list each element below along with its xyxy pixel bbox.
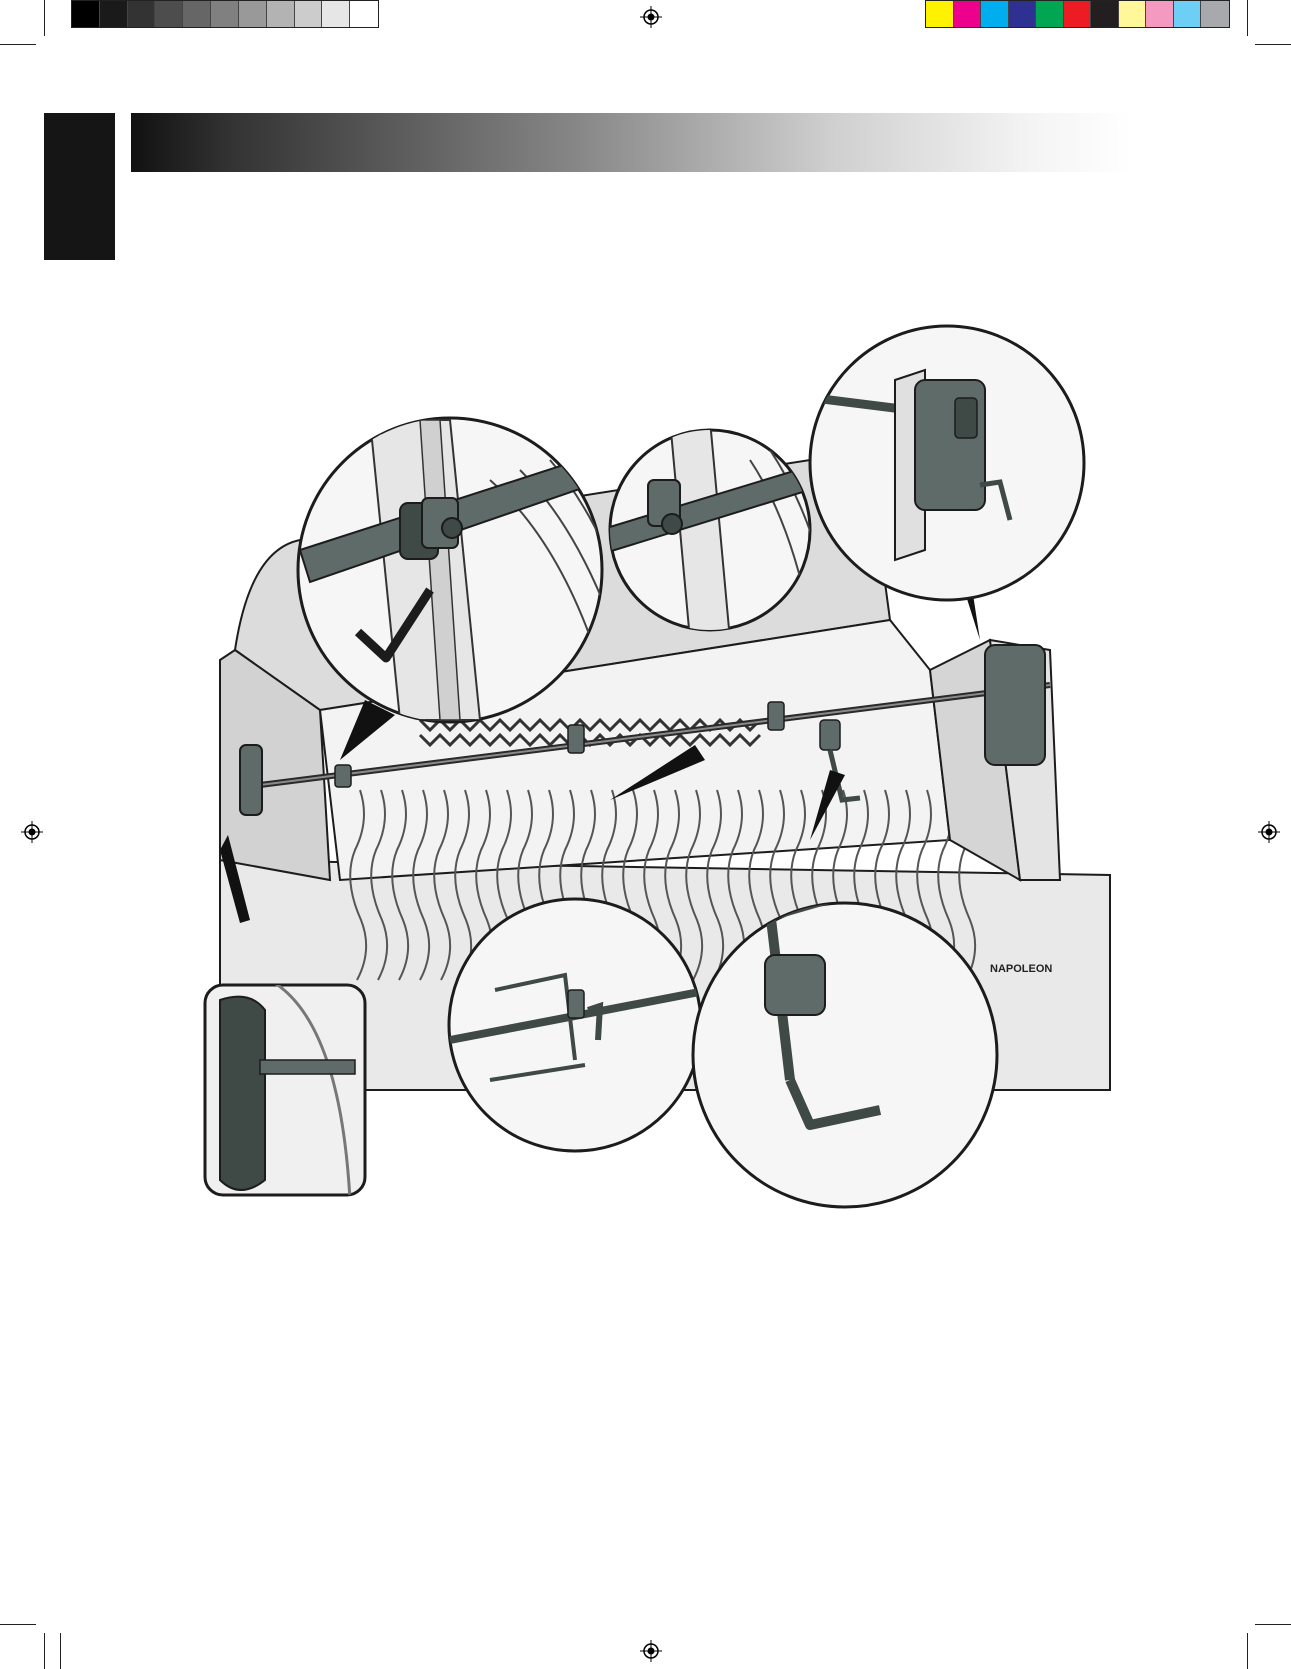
color-swatch: [267, 1, 295, 27]
color-swatch: [1009, 1, 1037, 27]
color-swatch: [1146, 1, 1174, 27]
grayscale-bar: [71, 0, 379, 28]
crop-mark: [1247, 1633, 1248, 1669]
registration-mark-icon: [21, 821, 43, 843]
rotisserie-motor: [985, 645, 1045, 765]
color-swatch: [295, 1, 323, 27]
crop-mark: [0, 1624, 36, 1625]
color-swatch: [1064, 1, 1092, 27]
color-swatch: [1174, 1, 1202, 27]
registration-mark-icon: [1258, 821, 1280, 843]
color-swatch: [72, 1, 100, 27]
crop-mark: [1247, 0, 1248, 36]
color-swatch: [155, 1, 183, 27]
color-swatch: [183, 1, 211, 27]
crop-mark: [0, 44, 36, 45]
crop-mark: [1255, 44, 1291, 45]
color-swatch: [100, 1, 128, 27]
color-swatch: [1091, 1, 1119, 27]
color-bar: [925, 0, 1230, 28]
color-swatch: [981, 1, 1009, 27]
crop-mark: [44, 1633, 45, 1669]
registration-mark-icon: [640, 6, 662, 28]
color-swatch: [322, 1, 350, 27]
handle-detail: [205, 980, 365, 1200]
crop-mark: [60, 1633, 61, 1669]
color-swatch: [1201, 1, 1229, 27]
registration-mark-icon: [640, 1640, 662, 1662]
language-side-tab: [44, 113, 115, 260]
crop-mark: [44, 0, 45, 36]
spit-handle: [240, 745, 262, 815]
color-swatch: [128, 1, 156, 27]
color-swatch: [1036, 1, 1064, 27]
section-header-bar: [131, 113, 1132, 172]
color-swatch: [1119, 1, 1147, 27]
color-swatch: [926, 1, 954, 27]
rotisserie-illustration: NAPOLEON: [190, 320, 1120, 1210]
crop-mark: [1255, 1624, 1291, 1625]
color-swatch: [954, 1, 982, 27]
brand-mark: NAPOLEON: [990, 963, 1052, 975]
color-swatch: [211, 1, 239, 27]
color-swatch: [239, 1, 267, 27]
color-swatch: [350, 1, 378, 27]
